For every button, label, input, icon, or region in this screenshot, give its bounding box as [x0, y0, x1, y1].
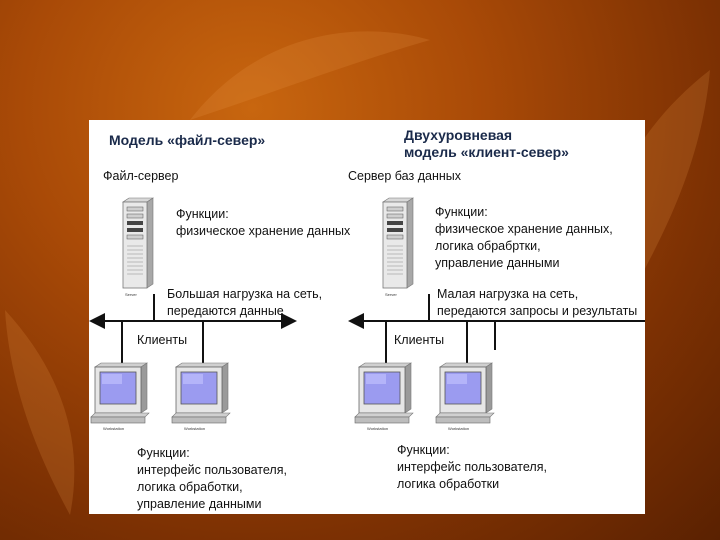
workstation-label: Workstation	[367, 426, 388, 431]
diagram-panel: Модель «файл-север» Двухуровневая модель…	[89, 120, 645, 514]
right-client-functions: Функции: интерфейс пользователя, логика …	[397, 442, 547, 493]
workstation-label: Workstation	[103, 426, 124, 431]
left-clients-label: Клиенты	[137, 332, 187, 349]
left-client-functions: Функции: интерфейс пользователя, логика …	[137, 445, 287, 513]
workstation-label: Workstation	[448, 426, 469, 431]
right-clients-label: Клиенты	[394, 332, 444, 349]
workstation-icon: Workstation	[434, 363, 500, 433]
workstation-icon: Workstation	[89, 363, 155, 433]
background-leaf-decoration	[180, 20, 440, 130]
workstation-label: Workstation	[184, 426, 205, 431]
background-leaf-decoration	[0, 300, 90, 520]
workstation-icon: Workstation	[353, 363, 419, 433]
workstation-icon: Workstation	[170, 363, 236, 433]
